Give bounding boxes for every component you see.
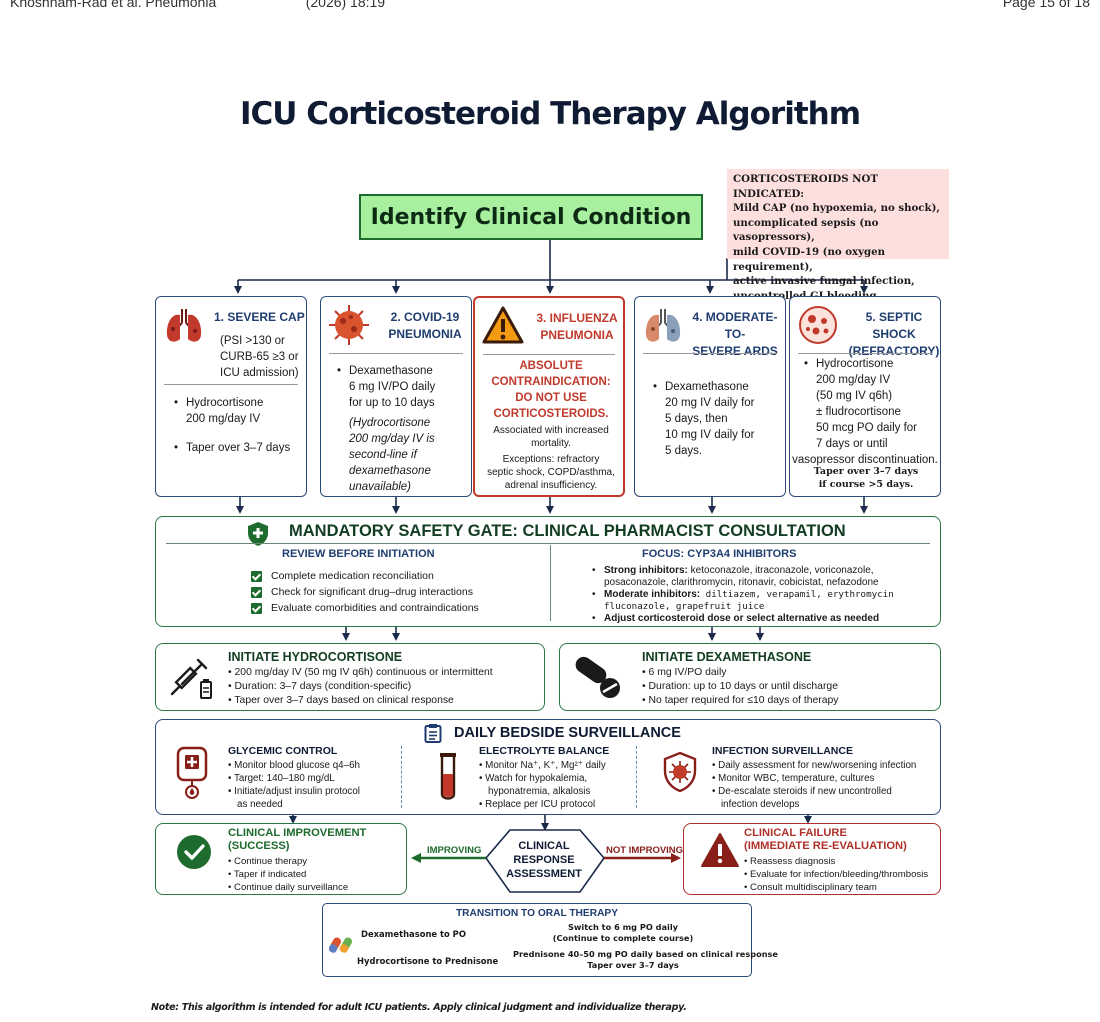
glycemic-list: • Monitor blood glucose q4–6h • Target: … [228, 760, 360, 810]
cyp3a4-list: •Strong inhibitors: ketoconazole, itraco… [592, 565, 894, 624]
oral-transition: TRANSITION TO ORAL THERAPY Dexamethasone… [322, 903, 778, 977]
infection-heading: INFECTION SURVEILLANCE [712, 745, 853, 757]
shield-virus-icon [663, 751, 697, 793]
condition-ards: 4. MODERATE-TO-SEVERE ARDS Dexamethasone… [634, 296, 786, 497]
not-indicated-line: uncomplicated sepsis (no vasopressors), [733, 216, 879, 244]
warning-icon [482, 306, 524, 344]
condition-body: Associated with increased mortality. [493, 425, 609, 449]
review-item: Evaluate comorbidities and contraindicat… [251, 602, 479, 614]
pill-icon [575, 656, 620, 698]
divider [483, 354, 615, 355]
checkbox-checked-icon [251, 586, 262, 598]
oral-row1-label: Dexamethasone to PO [361, 929, 466, 939]
lungs-icon [166, 309, 202, 342]
condition-title: 5. SEPTIC SHOCK(REFRACTORY) [848, 310, 940, 358]
electrolyte-heading: ELECTROLYTE BALANCE [479, 745, 610, 757]
contraindication-warning: ABSOLUTE CONTRAINDICATION: DO NOT USE CO… [491, 360, 611, 420]
success-title: CLINICAL IMPROVEMENT(SUCCESS) [228, 827, 367, 852]
failure-title: CLINICAL FAILURE(IMMEDIATE RE-EVALUATION… [744, 827, 907, 852]
safety-gate-title: MANDATORY SAFETY GATE: CLINICAL PHARMACI… [289, 522, 846, 540]
initiate-hydrocortisone-title: INITIATE HYDROCORTISONE [228, 650, 403, 664]
failure-list: • Reassess diagnosis • Evaluate for infe… [744, 856, 929, 893]
not-indicated-heading: CORTICOSTEROIDS NOT INDICATED: [733, 173, 878, 200]
initiate-dexamethasone-title: INITIATE DEXAMETHASONE [642, 650, 812, 664]
condition-septic-shock: 5. SEPTIC SHOCK(REFRACTORY) Hydrocortiso… [789, 296, 941, 497]
condition-note: (Hydrocortisone 200 mg/day IV is second-… [349, 417, 435, 493]
initiate-hydrocortisone: INITIATE HYDROCORTISONE • 200 mg/day IV … [155, 643, 545, 711]
column-divider [401, 746, 402, 808]
condition-bullet: Hydrocortisone 200 mg/day IV Taper over … [174, 395, 290, 456]
initiate-dexamethasone: INITIATE DEXAMETHASONE • 6 mg IV/PO dail… [559, 643, 941, 711]
surveillance-title: DAILY BEDSIDE SURVEILLANCE [454, 725, 681, 741]
review-item: Check for significant drug–drug interact… [251, 586, 473, 598]
syringe-vial-icon [170, 658, 212, 699]
divider [329, 353, 463, 354]
condition-bullet: Hydrocortisone 200 mg/day IV (50 mg IV q… [804, 356, 917, 452]
warning-icon [701, 833, 739, 867]
identify-condition-box: Identify Clinical Condition [359, 194, 703, 240]
improving-label: IMPROVING [427, 845, 482, 856]
condition-title: 1. SEVERE CAP [214, 310, 305, 324]
checkbox-checked-icon [251, 602, 262, 614]
not-indicated-line: mild COVID-19 (no oxygen requirement), [733, 245, 886, 273]
safety-gate: MANDATORY SAFETY GATE: CLINICAL PHARMACI… [155, 516, 941, 627]
condition-bullet: Dexamethasone 6 mg IV/PO daily for up to… [337, 363, 435, 411]
success-list: • Continue therapy • Taper if indicated … [228, 856, 349, 893]
shield-plus-icon [248, 522, 268, 546]
initiate-list: • 200 mg/day IV (50 mg IV q6h) continuou… [228, 667, 493, 706]
oral-title: TRANSITION TO ORAL THERAPY [455, 908, 619, 919]
electrolyte-list: • Monitor Na⁺, K⁺, Mg²⁺ daily • Watch fo… [479, 760, 606, 810]
bacteria-icon [799, 306, 837, 344]
focus-heading: FOCUS: CYP3A4 INHIBITORS [642, 548, 797, 560]
condition-taper: Taper over 3–7 days if course >5 days. [813, 466, 919, 490]
capsules-icon [329, 937, 352, 953]
initiate-list: • 6 mg IV/PO daily • Duration: up to 10 … [642, 667, 839, 706]
divider [643, 353, 777, 354]
condition-exceptions: Exceptions: refractory septic shock, COP… [487, 454, 615, 491]
page-title: ICU Corticosteroid Therapy Algorithm [239, 96, 861, 132]
footnote: Note: This algorithm is intended for adu… [151, 1002, 687, 1013]
not-indicated-box: CORTICOSTEROIDS NOT INDICATED: Mild CAP … [727, 169, 949, 302]
condition-criteria: (PSI >130 or CURB-65 ≥3 or ICU admission… [220, 335, 299, 379]
condition-bullet: Dexamethasone 20 mg IV daily for 5 days,… [653, 379, 755, 459]
condition-severe-cap: 1. SEVERE CAP (PSI >130 or CURB-65 ≥3 or… [155, 296, 307, 497]
oral-row1-result: Switch to 6 mg PO daily(Continue to comp… [552, 922, 694, 943]
clinical-failure: CLINICAL FAILURE(IMMEDIATE RE-EVALUATION… [683, 823, 941, 895]
oral-row2-result: Prednisone 40–50 mg PO daily based on cl… [513, 949, 778, 970]
condition-title: 4. MODERATE-TO-SEVERE ARDS [692, 310, 778, 358]
virus-icon [329, 305, 369, 345]
infection-list: • Daily assessment for new/worsening inf… [712, 760, 917, 810]
divider [798, 353, 932, 354]
gate-divider [550, 545, 551, 621]
test-tube-icon [440, 753, 456, 800]
daily-surveillance: DAILY BEDSIDE SURVEILLANCE GLYCEMIC CONT… [155, 719, 941, 815]
not-improving-label: NOT IMPROVING [606, 845, 684, 856]
not-indicated-line: Mild CAP (no hypoxemia, no shock), [733, 202, 940, 215]
column-divider [636, 746, 637, 808]
lungs-icon [645, 309, 681, 342]
divider [164, 384, 298, 385]
clinical-improvement: CLINICAL IMPROVEMENT(SUCCESS) • Continue… [155, 823, 407, 895]
condition-bullet-tail: vasopressor discontinuation. [792, 454, 938, 466]
review-heading: REVIEW BEFORE INITIATION [282, 548, 435, 560]
glucose-bag-icon [176, 746, 208, 799]
review-item: Complete medication reconciliation [251, 570, 434, 582]
check-circle-icon [177, 835, 211, 869]
clipboard-icon [424, 724, 442, 743]
running-header-left: Khoshnam-Rad et al. Pneumonia (2026) 18:… [10, 0, 386, 10]
checkbox-checked-icon [251, 570, 262, 582]
divider [166, 543, 930, 544]
not-indicated-line: active invasive fungal infection, [733, 275, 915, 288]
running-header-page: Page 15 of 18 [1002, 0, 1090, 10]
glycemic-heading: GLYCEMIC CONTROL [228, 745, 338, 757]
oral-row2-label: Hydrocortisone to Prednisone [357, 956, 499, 966]
